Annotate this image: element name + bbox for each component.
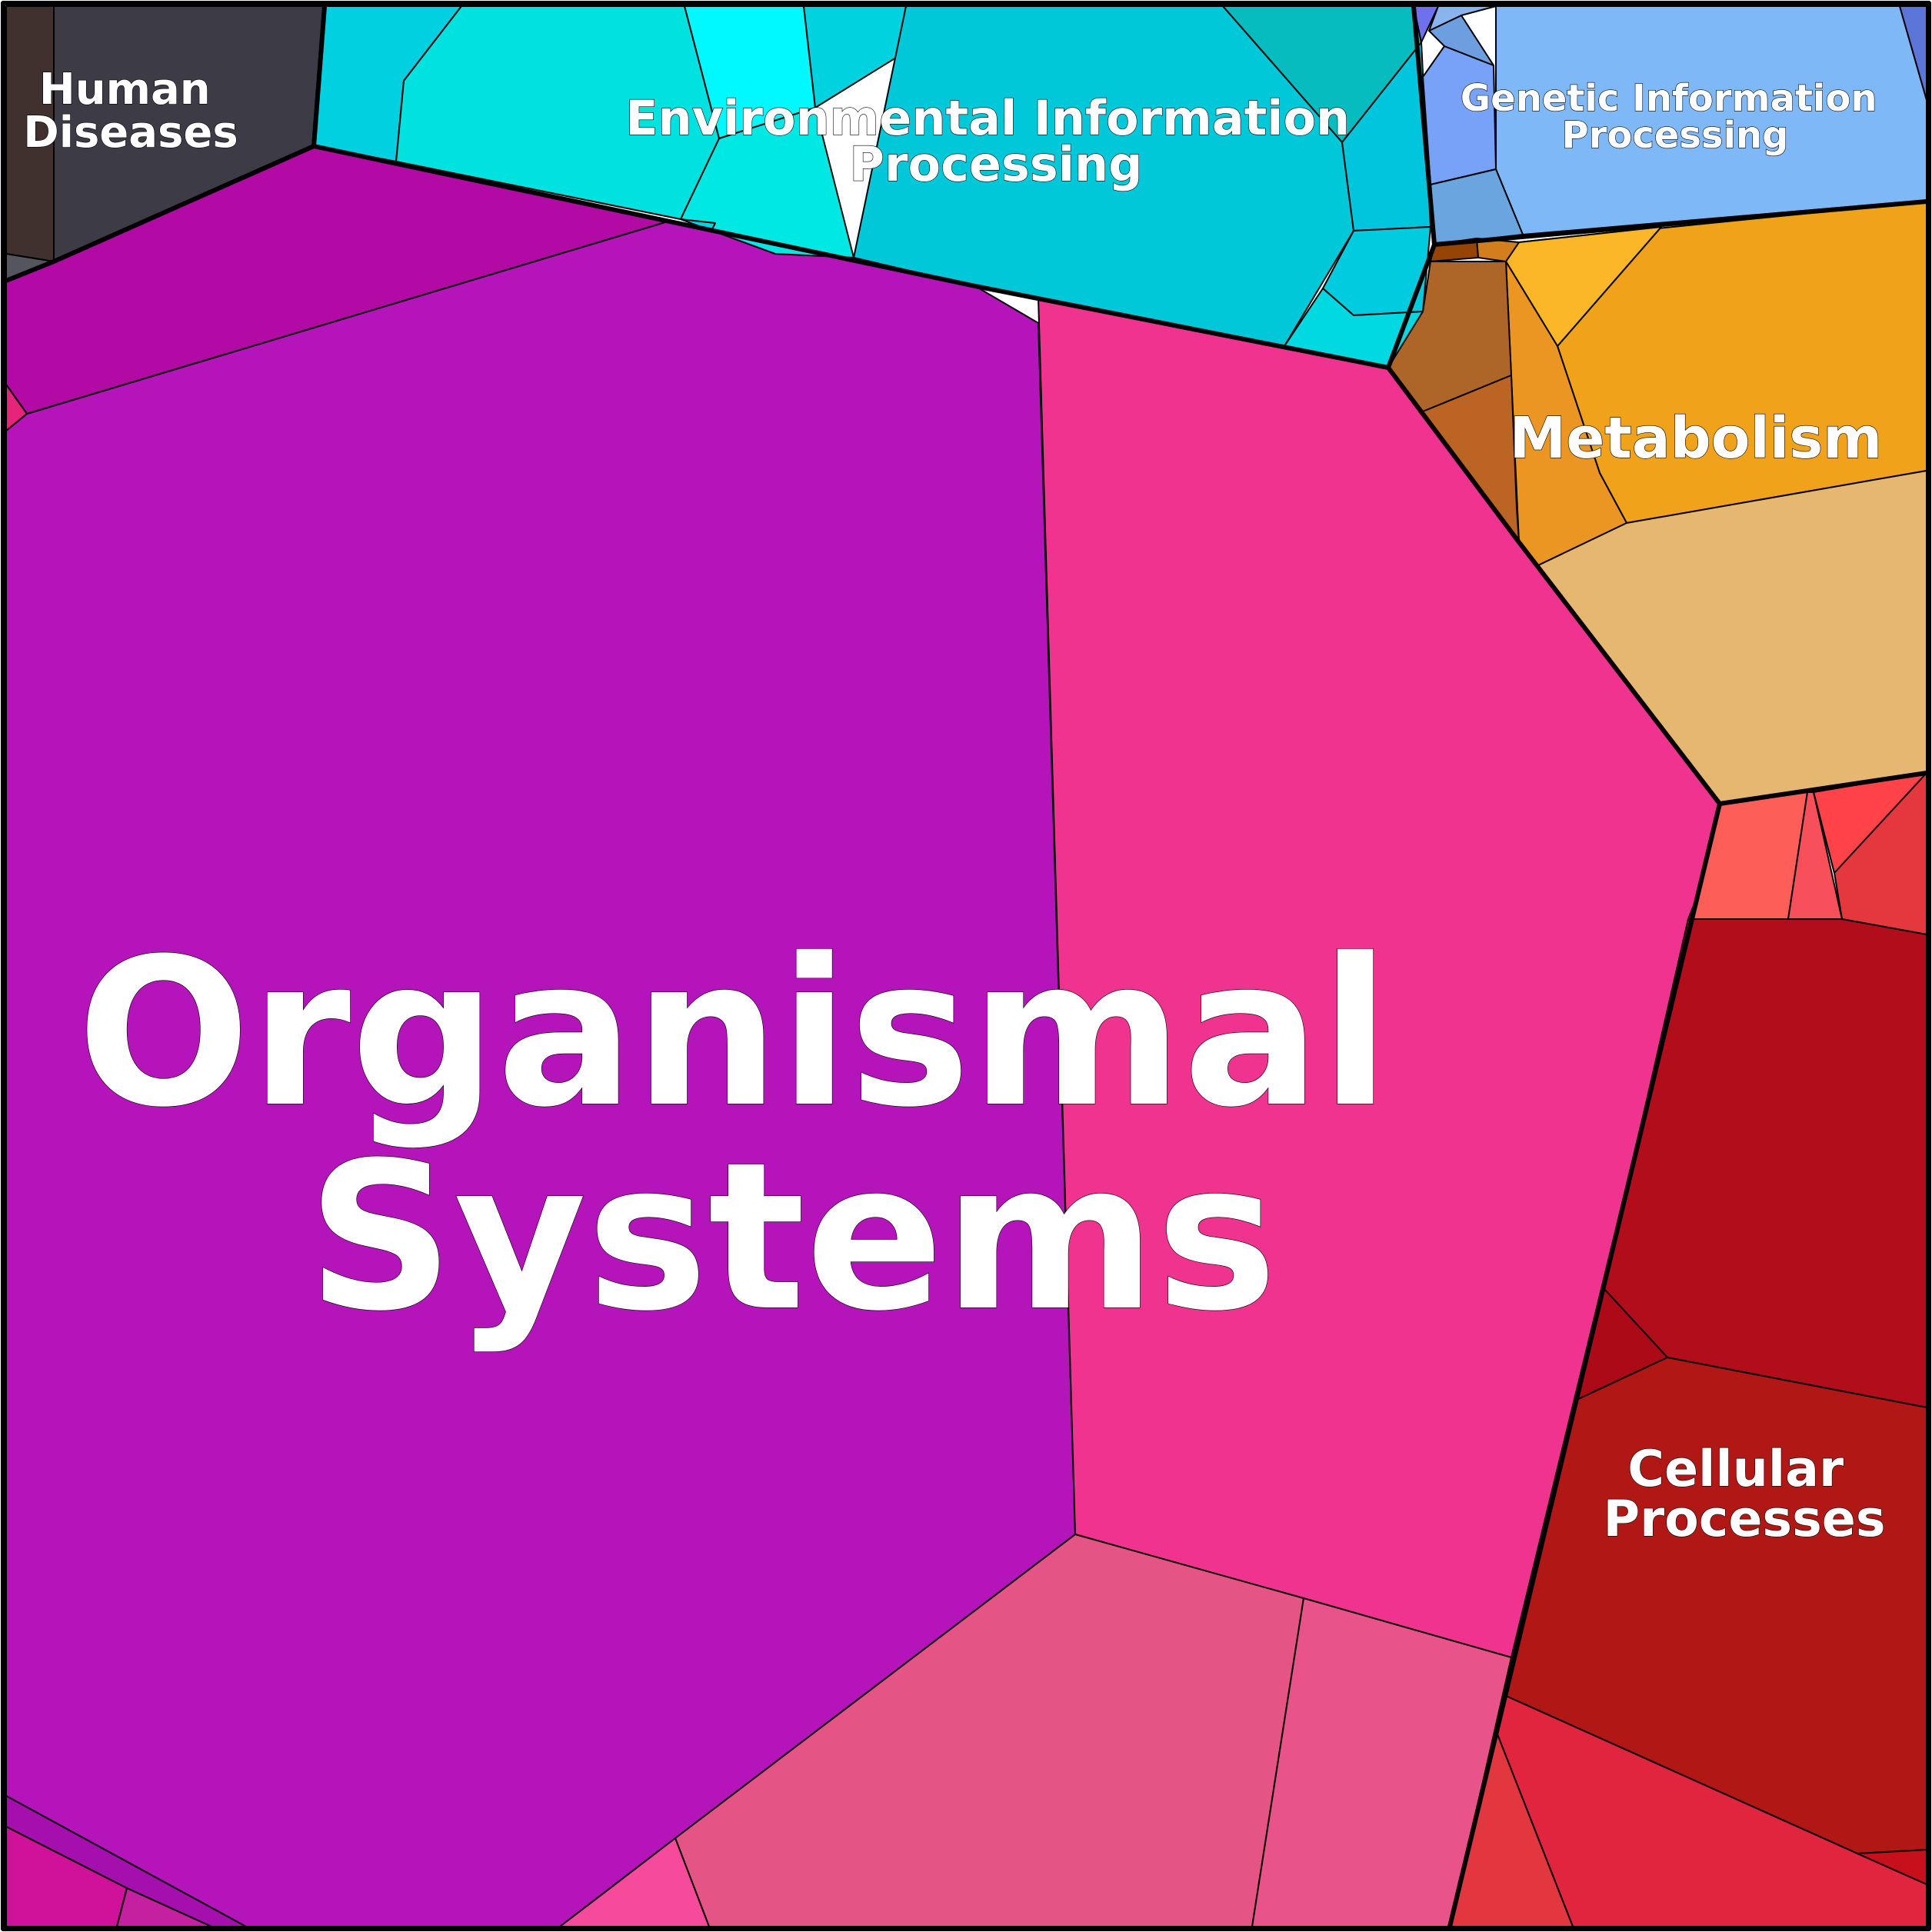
cell xyxy=(1476,238,1520,262)
region-environmental-information-processing xyxy=(313,5,1431,368)
label-environmental-information-processing: Environmental Information Processing xyxy=(625,90,1367,192)
region-metabolism xyxy=(1387,201,1927,804)
cell xyxy=(680,107,854,258)
label-organismal-systems: Organismal Systems xyxy=(77,915,1461,1356)
cell xyxy=(5,384,28,431)
category-labels: Organismal Systems Environmental Informa… xyxy=(23,64,1890,1548)
label-metabolism: Metabolism xyxy=(1510,405,1883,471)
region-organismal-systems xyxy=(5,145,1720,1927)
region-genetic-information-processing xyxy=(1413,5,1927,245)
boundary xyxy=(311,5,327,147)
label-genetic-information-processing: Genetic Information Processing xyxy=(1461,77,1890,157)
label-human-diseases: Human Diseases xyxy=(23,65,238,158)
boundary xyxy=(1434,199,1927,247)
cell xyxy=(1428,5,1497,32)
region-cellular-processes xyxy=(1449,772,1927,1927)
boundary xyxy=(1719,771,1927,806)
region-human-diseases xyxy=(5,5,325,281)
label-cellular-processes: Cellular Processes xyxy=(1603,1441,1885,1548)
boundary xyxy=(5,144,1722,1927)
